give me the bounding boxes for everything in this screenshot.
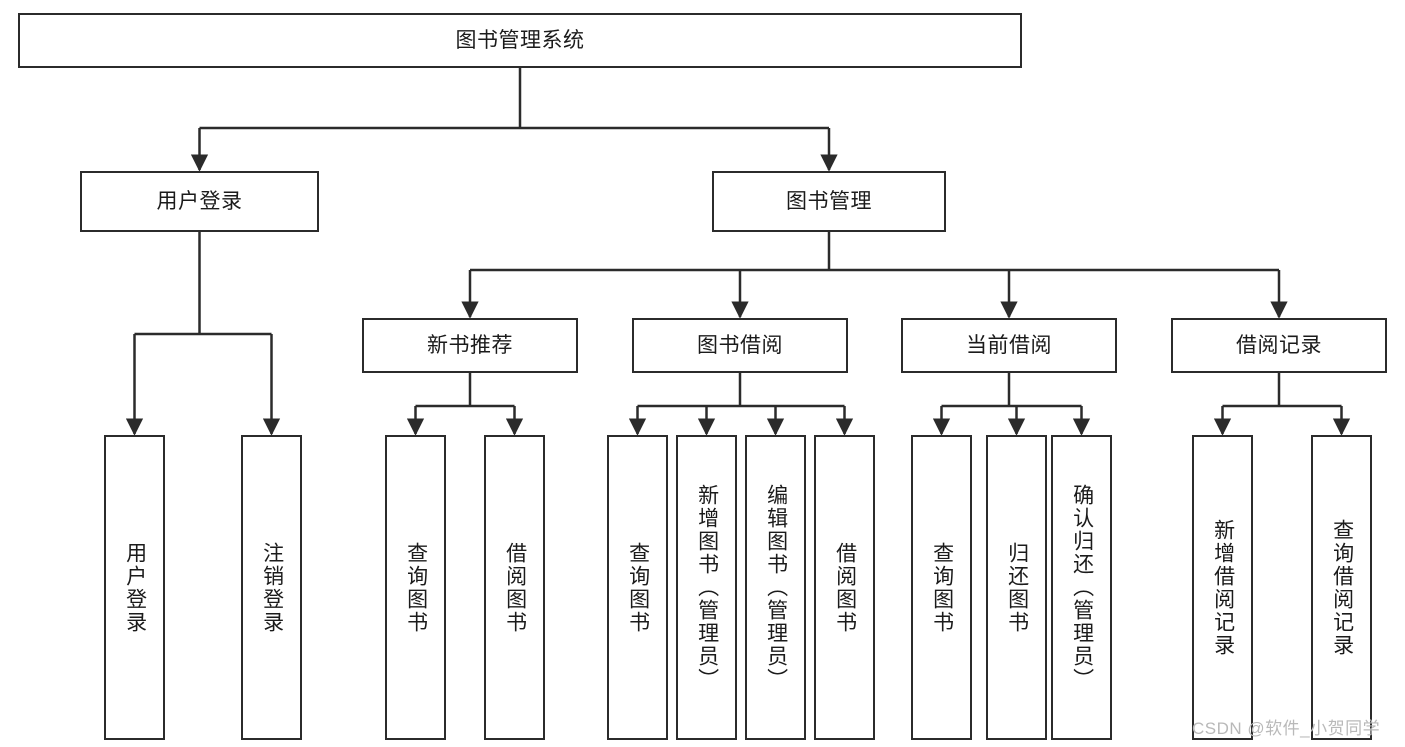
node-leaf-confirm-return[interactable]: 确认归还（管理员） — [1051, 435, 1112, 740]
node-label: 借阅图书 — [833, 541, 857, 634]
node-leaf-borrow-book-2[interactable]: 借阅图书 — [814, 435, 875, 740]
node-label: 用户登录 — [156, 189, 243, 213]
node-root[interactable]: 图书管理系统 — [18, 13, 1022, 68]
node-leaf-query-book-2[interactable]: 查询图书 — [607, 435, 668, 740]
node-label: 借阅图书 — [503, 541, 527, 634]
node-leaf-query-record[interactable]: 查询借阅记录 — [1311, 435, 1372, 740]
node-label: 归还图书 — [1005, 541, 1029, 634]
node-label: 新增图书（管理员） — [695, 484, 719, 691]
node-book-manage[interactable]: 图书管理 — [712, 171, 946, 232]
node-label: 图书管理系统 — [455, 28, 585, 52]
node-current-borrow[interactable]: 当前借阅 — [901, 318, 1117, 373]
node-label: 查询图书 — [930, 541, 954, 634]
node-label: 确认归还（管理员） — [1070, 484, 1094, 691]
node-label: 查询借阅记录 — [1330, 518, 1354, 657]
node-user-login[interactable]: 用户登录 — [80, 171, 319, 232]
node-leaf-logout[interactable]: 注销登录 — [241, 435, 302, 740]
node-label: 注销登录 — [260, 541, 284, 634]
node-label: 图书借阅 — [697, 333, 783, 357]
node-leaf-user-login[interactable]: 用户登录 — [104, 435, 165, 740]
node-label: 新书推荐 — [427, 333, 513, 357]
node-label: 查询图书 — [404, 541, 428, 634]
node-label: 当前借阅 — [966, 333, 1052, 357]
node-borrow-record[interactable]: 借阅记录 — [1171, 318, 1387, 373]
node-leaf-edit-book[interactable]: 编辑图书（管理员） — [745, 435, 806, 740]
node-label: 编辑图书（管理员） — [764, 484, 788, 691]
node-label: 图书管理 — [786, 189, 872, 213]
node-book-borrow[interactable]: 图书借阅 — [632, 318, 848, 373]
node-new-book-rec[interactable]: 新书推荐 — [362, 318, 578, 373]
node-leaf-add-book[interactable]: 新增图书（管理员） — [676, 435, 737, 740]
node-label: 借阅记录 — [1236, 333, 1322, 357]
node-label: 用户登录 — [123, 541, 147, 634]
node-leaf-borrow-book-1[interactable]: 借阅图书 — [484, 435, 545, 740]
node-label: 查询图书 — [626, 541, 650, 634]
node-leaf-add-record[interactable]: 新增借阅记录 — [1192, 435, 1253, 740]
node-leaf-return-book[interactable]: 归还图书 — [986, 435, 1047, 740]
node-leaf-query-book-3[interactable]: 查询图书 — [911, 435, 972, 740]
edge-group — [125, 68, 1351, 436]
node-label: 新增借阅记录 — [1211, 518, 1235, 657]
node-leaf-query-book-1[interactable]: 查询图书 — [385, 435, 446, 740]
